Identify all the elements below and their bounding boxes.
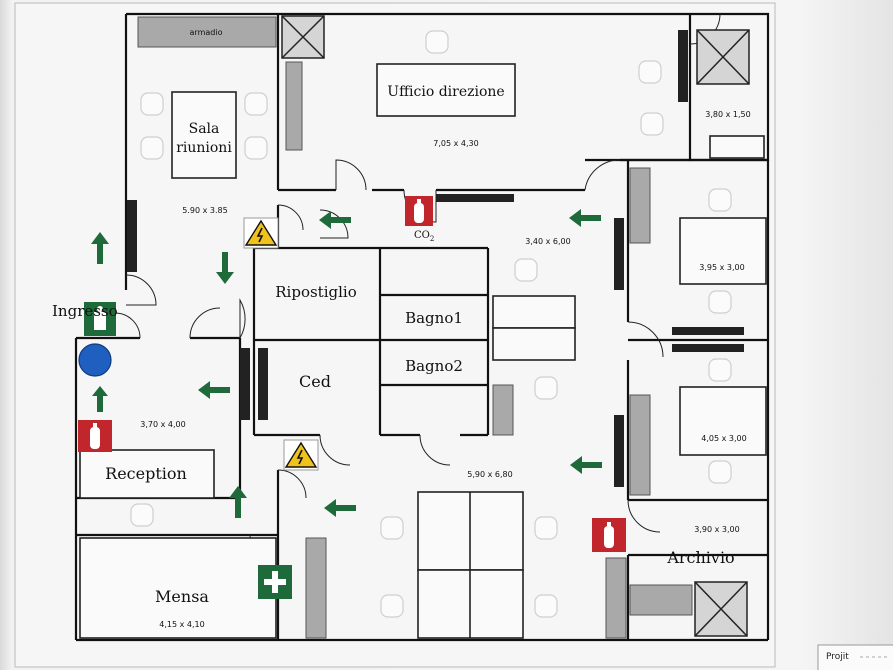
emergency-exit-arrow-icon — [91, 232, 109, 264]
chair — [380, 594, 404, 618]
label-sala-line2: riunioni — [176, 140, 232, 156]
brand-label: Projit — [826, 652, 849, 662]
ingresso-marker-icon — [78, 343, 112, 377]
chair — [425, 30, 449, 54]
label-bagno1: Bagno1 — [405, 309, 463, 327]
label-archivio: Archivio — [666, 548, 734, 567]
dim-corridoio: 3,40 x 6,00 — [525, 237, 570, 246]
chairs — [130, 30, 732, 618]
chair — [638, 60, 662, 84]
emergency-exit-arrow-icon — [229, 486, 247, 518]
chair — [708, 358, 732, 382]
chair — [708, 460, 732, 484]
core-walls — [252, 205, 490, 535]
dim-room-c: 4,05 x 3,00 — [701, 434, 746, 443]
label-ingresso: Ingresso — [52, 302, 118, 320]
emergency-exit-arrow-icon — [92, 386, 108, 412]
electrical-hazard-icon — [243, 217, 279, 249]
chair — [534, 516, 558, 540]
chair — [130, 503, 154, 527]
label-ripostiglio: Ripostiglio — [275, 283, 356, 301]
chair — [534, 376, 558, 400]
title-block: Projit — [817, 644, 893, 670]
first-aid-icon — [258, 565, 292, 599]
dim-sala-riunioni: 5.90 x 3.85 — [182, 206, 227, 215]
room-labels: Ufficio direzione 7,05 x 4,30 armadio Sa… — [52, 28, 751, 629]
label-sala-line1: Sala — [189, 121, 220, 137]
emergency-exit-arrow-icon — [216, 252, 234, 284]
elevator-shaft-icon — [281, 15, 750, 637]
electrical-hazard-icons — [243, 217, 319, 471]
label-bagno2: Bagno2 — [405, 357, 463, 375]
chair — [140, 92, 164, 116]
fire-extinguisher-icon — [78, 420, 112, 452]
chair — [380, 516, 404, 540]
chair — [534, 594, 558, 618]
chair — [140, 136, 164, 160]
electrical-hazard-icon — [283, 439, 319, 471]
chair — [244, 136, 268, 160]
emergency-exit-arrow-icon — [198, 381, 230, 399]
dim-archivio: 3,90 x 3,00 — [694, 525, 739, 534]
dim-open-space: 5,90 x 6,80 — [467, 470, 512, 479]
label-co2-main: CO — [414, 230, 430, 241]
fire-extinguisher-icon — [405, 196, 433, 226]
dim-room-b: 3,95 x 3,00 — [699, 263, 744, 272]
furniture — [137, 16, 693, 639]
chair — [514, 258, 538, 282]
label-mensa: Mensa — [155, 587, 209, 606]
exit-door-sign-icon — [84, 302, 116, 336]
fire-extinguisher-icon — [592, 518, 626, 552]
windows — [127, 30, 744, 487]
emergency-exit-arrow-icon — [324, 499, 356, 517]
chair — [244, 92, 268, 116]
chair — [708, 290, 732, 314]
fire-extinguishers — [78, 196, 626, 552]
emergency-exit-arrow-icon — [570, 456, 602, 474]
label-co2: CO2 — [414, 230, 434, 243]
dim-reception: 3,70 x 4,00 — [140, 420, 185, 429]
chair — [640, 112, 664, 136]
desks — [79, 63, 767, 639]
label-reception: Reception — [105, 464, 187, 483]
emergency-exit-arrow-icon — [569, 209, 601, 227]
label-ufficio-direzione: Ufficio direzione — [387, 84, 504, 100]
emergency-exit-arrow-icon — [319, 211, 351, 229]
chair — [708, 188, 732, 212]
label-co2-sub: 2 — [430, 235, 434, 243]
emergency-exit-arrows — [91, 209, 602, 518]
label-ced: Ced — [299, 372, 331, 391]
dim-room-a: 3,80 x 1,50 — [705, 110, 750, 119]
dim-mensa: 4,15 x 4,10 — [159, 620, 204, 629]
label-armadio: armadio — [190, 28, 223, 37]
dim-ufficio-direzione: 7,05 x 4,30 — [433, 139, 478, 148]
